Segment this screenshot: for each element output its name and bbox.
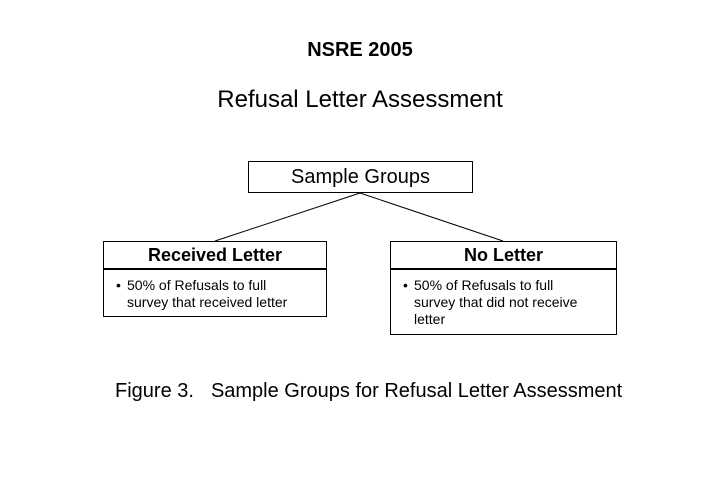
node-sample-groups: Sample Groups xyxy=(248,161,473,193)
node-no-letter: No Letter • 50% of Refusals to full surv… xyxy=(390,241,617,335)
page-subtitle: Refusal Letter Assessment xyxy=(217,86,503,113)
figure-caption: Figure 3. Sample Groups for Refusal Lett… xyxy=(115,380,622,403)
bullet-text-line: survey that received letter xyxy=(127,294,288,310)
figure-caption-label: Figure 3. xyxy=(115,380,194,402)
bullet-icon: • xyxy=(403,277,408,293)
bullet-text-line: survey that did not receive xyxy=(414,294,578,310)
figure-caption-text: Sample Groups for Refusal Letter Assessm… xyxy=(210,380,623,402)
connector-line-right xyxy=(359,192,504,242)
bullet-icon: • xyxy=(116,277,121,293)
bullet-text: 50% of Refusals to full survey that did … xyxy=(414,277,610,328)
page-title: NSRE 2005 xyxy=(307,39,413,61)
bullet-text: 50% of Refusals to full survey that rece… xyxy=(127,277,320,311)
node-received-letter-title: Received Letter xyxy=(147,245,283,265)
bullet-text-line: 50% of Refusals to full xyxy=(127,277,267,293)
node-received-letter-header: Received Letter xyxy=(104,242,326,270)
node-received-letter-body: • 50% of Refusals to full survey that re… xyxy=(104,270,326,311)
node-sample-groups-label: Sample Groups xyxy=(291,166,430,188)
node-no-letter-header: No Letter xyxy=(391,242,616,270)
bullet-text-line: 50% of Refusals to full xyxy=(414,277,554,293)
bullet-text-line: letter xyxy=(414,311,446,327)
node-no-letter-body: • 50% of Refusals to full survey that di… xyxy=(391,270,616,328)
connector-line-left xyxy=(214,192,361,242)
node-no-letter-title: No Letter xyxy=(463,245,543,265)
node-received-letter: Received Letter • 50% of Refusals to ful… xyxy=(103,241,327,317)
